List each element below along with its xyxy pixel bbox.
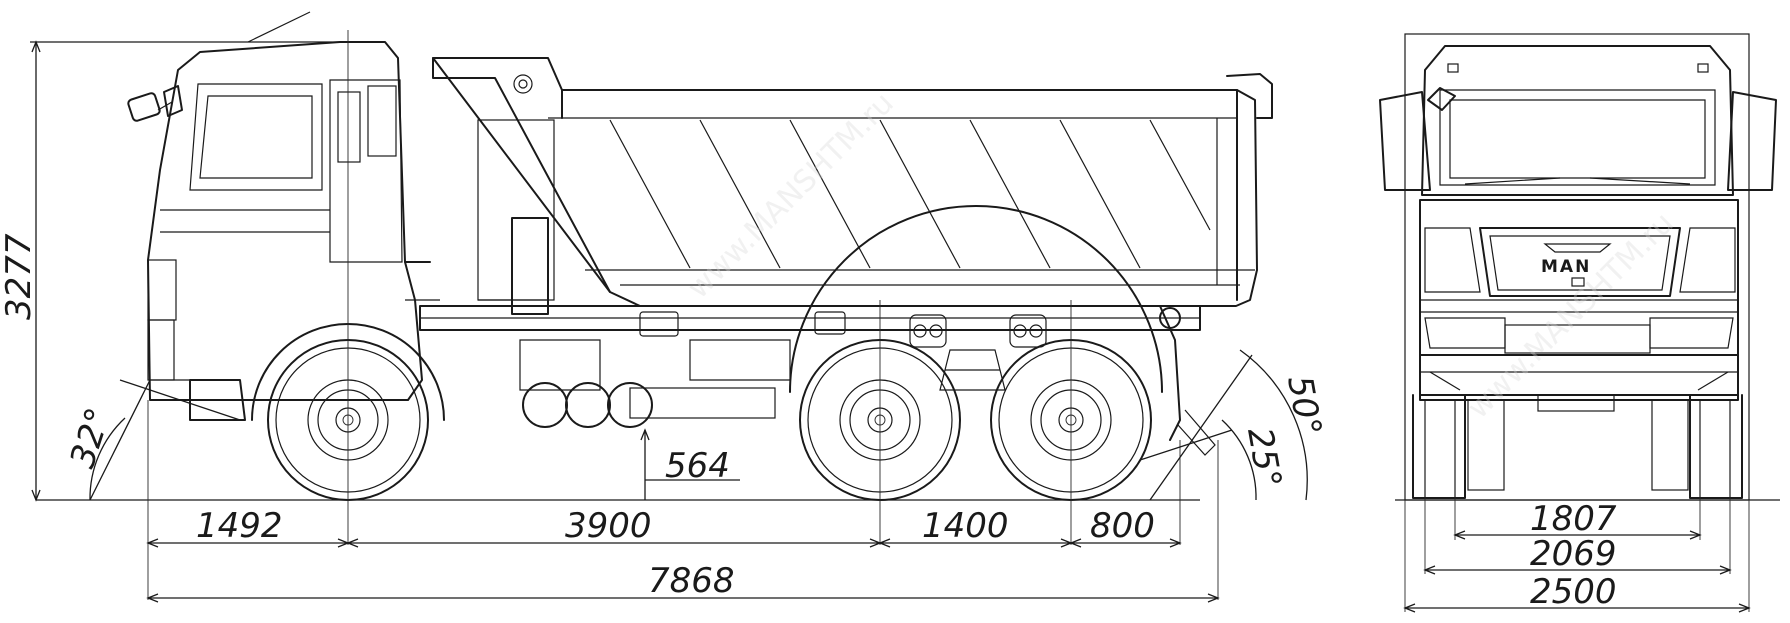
dim-ground-clearance: 564: [665, 446, 730, 486]
overall-width-frame: [1404, 33, 1750, 501]
brand-badge-text: MAN: [1541, 257, 1591, 277]
rear-fender: [789, 205, 1163, 393]
dim-wheelbase: 3900: [565, 506, 652, 546]
front-cab: [1379, 45, 1777, 499]
dim-rear-overhang: 800: [1090, 506, 1155, 546]
front-view: MAN 1807 2069 2500: [1379, 33, 1780, 613]
side-dimensions: [30, 30, 1308, 603]
dim-wheel-width: 2069: [1530, 534, 1617, 574]
chassis-frame: [419, 305, 1216, 456]
dim-overall-width: 2500: [1530, 572, 1617, 612]
side-view: 3277 32° 564 1492 3900 1400 800 7868 50°…: [0, 11, 1329, 603]
watermark: www.MANSHTM.ru: [681, 86, 901, 306]
front-dimensions: [1403, 498, 1751, 613]
brand-badge: MAN: [1541, 243, 1612, 287]
dim-approach-angle: 32°: [63, 403, 120, 473]
dim-front-overhang: 1492: [196, 506, 283, 546]
dim-track: 1807: [1530, 499, 1617, 539]
cab: [127, 11, 440, 421]
dim-departure-angle-low: 25°: [1239, 425, 1289, 491]
watermark-layer: www.MANSHTM.ru www.MANSHTM.ru: [681, 86, 1681, 426]
watermark: www.MANSHTM.ru: [1461, 206, 1681, 426]
tipper-body: [432, 57, 1273, 315]
dim-height: 3277: [0, 233, 39, 320]
dim-overall-length: 7868: [648, 561, 735, 601]
dim-axle-spacing: 1400: [922, 506, 1009, 546]
dim-departure-angle-top: 50°: [1279, 373, 1329, 439]
